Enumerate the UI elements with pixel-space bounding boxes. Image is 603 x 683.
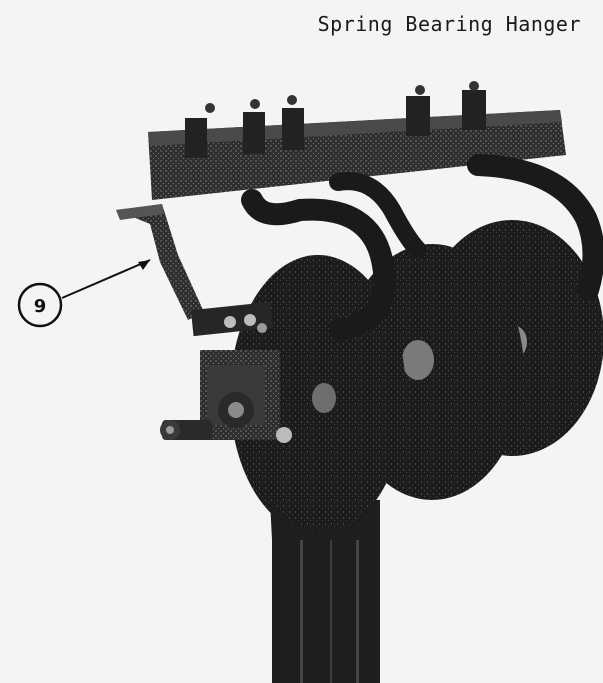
callout-circle: [17, 282, 63, 328]
bearing-housing: [160, 350, 292, 443]
callout-number: 9: [34, 296, 47, 317]
callout-9: 9: [17, 259, 151, 328]
frame-bar: [148, 81, 566, 200]
page-title: Spring Bearing Hanger: [317, 12, 581, 36]
spring-bearing-hanger: [116, 204, 274, 337]
hanger-arms: [241, 154, 603, 341]
